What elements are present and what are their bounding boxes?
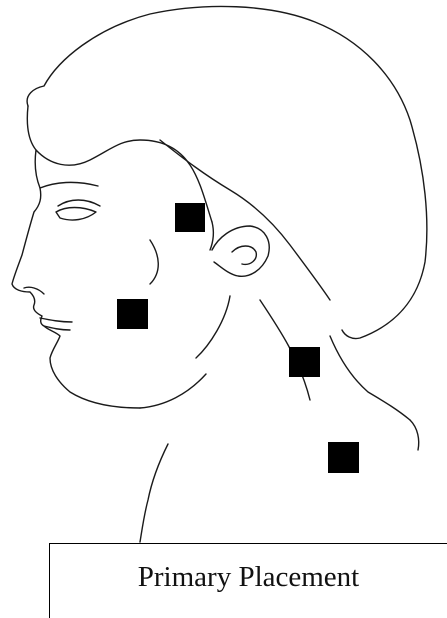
pad-cheek-upper-marker: [175, 203, 205, 232]
pad-shoulder-marker: [328, 442, 359, 473]
neck-back: [330, 336, 410, 420]
ear-inner: [232, 246, 256, 264]
neck-front: [140, 444, 168, 542]
eyebrow: [40, 182, 98, 188]
jaw-to-ear: [196, 296, 230, 358]
lips: [40, 318, 72, 330]
pad-jaw-marker: [117, 299, 148, 329]
hair-sideburn: [210, 222, 213, 250]
caption-box: Primary Placement: [49, 543, 447, 618]
shoulder: [410, 420, 419, 450]
pad-neck-upper-marker: [289, 347, 320, 377]
nostril: [24, 287, 44, 294]
eye-lid: [58, 200, 100, 206]
hair-outline: [27, 6, 427, 338]
jaw-line: [140, 374, 206, 408]
ear: [212, 226, 269, 276]
face-profile: [12, 150, 140, 408]
caption-text: Primary Placement: [50, 561, 447, 594]
eye: [56, 208, 96, 221]
cheek-line: [150, 240, 158, 284]
